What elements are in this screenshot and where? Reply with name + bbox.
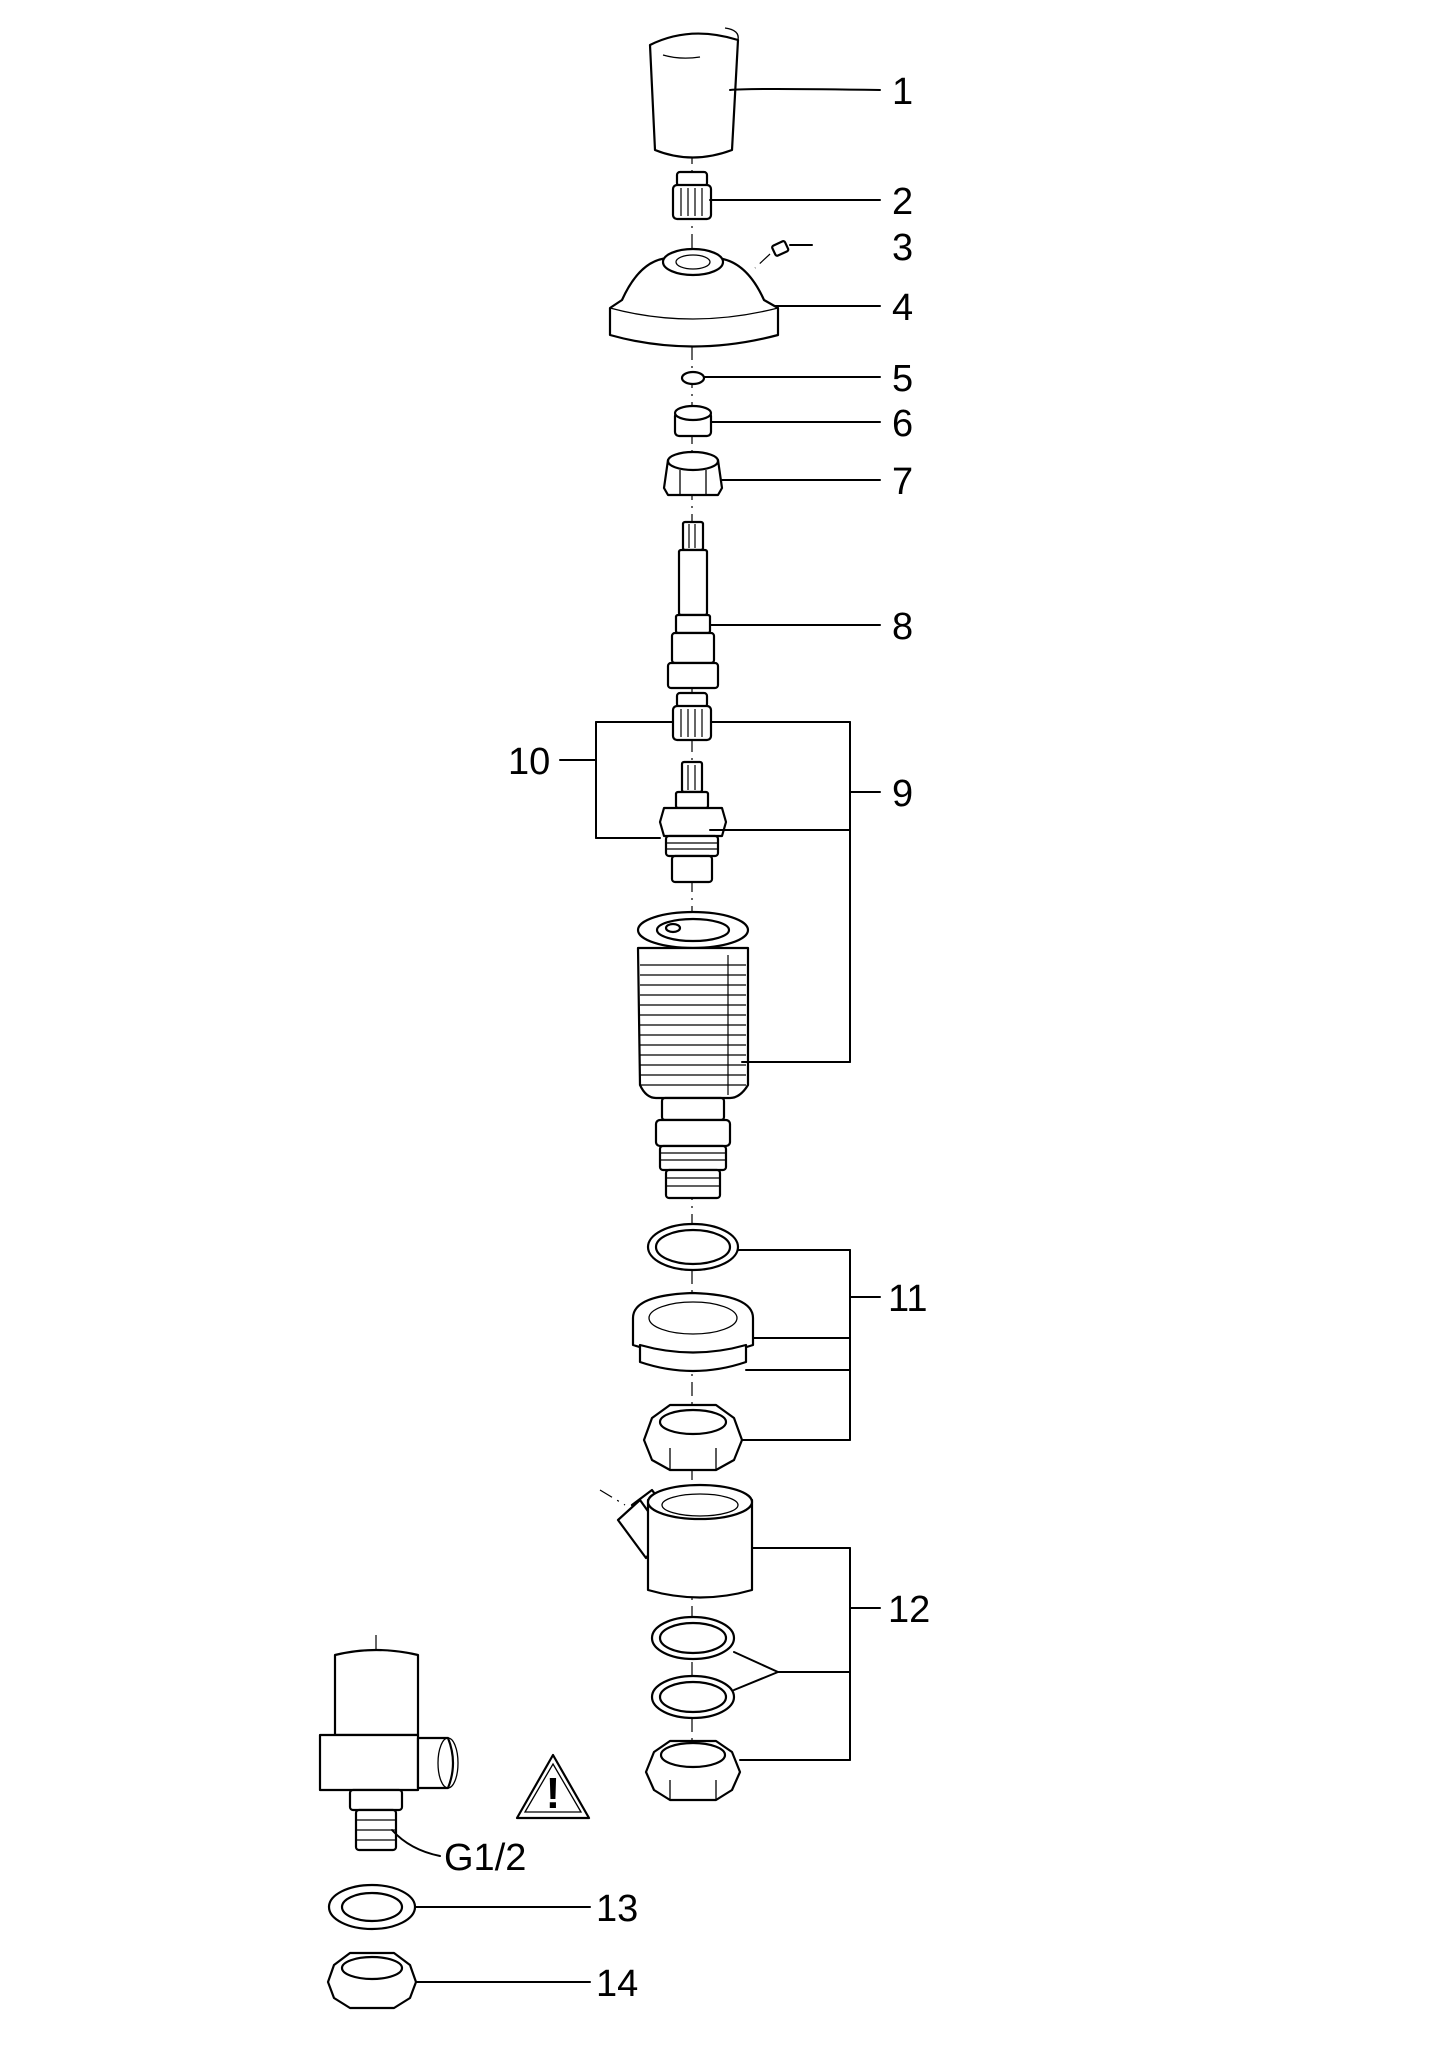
label-5: 5 bbox=[892, 358, 913, 400]
warning-triangle-icon: ! bbox=[515, 1753, 591, 1820]
label-2: 2 bbox=[892, 181, 913, 223]
part-9-cartridge-assembly bbox=[636, 691, 750, 1200]
label-8: 8 bbox=[892, 606, 913, 648]
angle-valve-connection bbox=[318, 1635, 459, 1852]
sleeve-thread bbox=[640, 955, 746, 1095]
part-2-adapter bbox=[671, 170, 713, 221]
warning-symbol: ! bbox=[546, 1769, 561, 1818]
label-thread: G1/2 bbox=[444, 1837, 526, 1879]
part-8-spindle bbox=[666, 520, 720, 690]
part-11-seal-set bbox=[631, 1222, 755, 1472]
part-3-screw bbox=[754, 240, 790, 269]
label-3: 3 bbox=[892, 227, 913, 269]
label-14: 14 bbox=[596, 1963, 638, 2005]
part-6-bushing bbox=[673, 404, 713, 438]
label-9: 9 bbox=[892, 773, 913, 815]
part-1-handle bbox=[648, 27, 740, 159]
label-4: 4 bbox=[892, 287, 913, 329]
part-5-o-ring bbox=[680, 370, 706, 386]
label-12: 12 bbox=[888, 1589, 930, 1631]
part-13-washer bbox=[327, 1883, 417, 1931]
callout-labels: 1 2 3 4 5 6 7 8 9 10 11 12 G1/2 13 14 bbox=[444, 71, 930, 2005]
label-13: 13 bbox=[596, 1888, 638, 1930]
leader-lines bbox=[391, 88, 881, 1983]
label-11: 11 bbox=[888, 1278, 927, 1320]
part-14-nut bbox=[326, 1951, 418, 2010]
label-6: 6 bbox=[892, 403, 913, 445]
part-12-body-set bbox=[599, 1483, 754, 1802]
label-1: 1 bbox=[892, 71, 913, 113]
part-7-nut bbox=[662, 450, 724, 497]
label-7: 7 bbox=[892, 461, 913, 503]
label-10: 10 bbox=[508, 741, 550, 783]
part-4-rosette bbox=[608, 247, 780, 348]
